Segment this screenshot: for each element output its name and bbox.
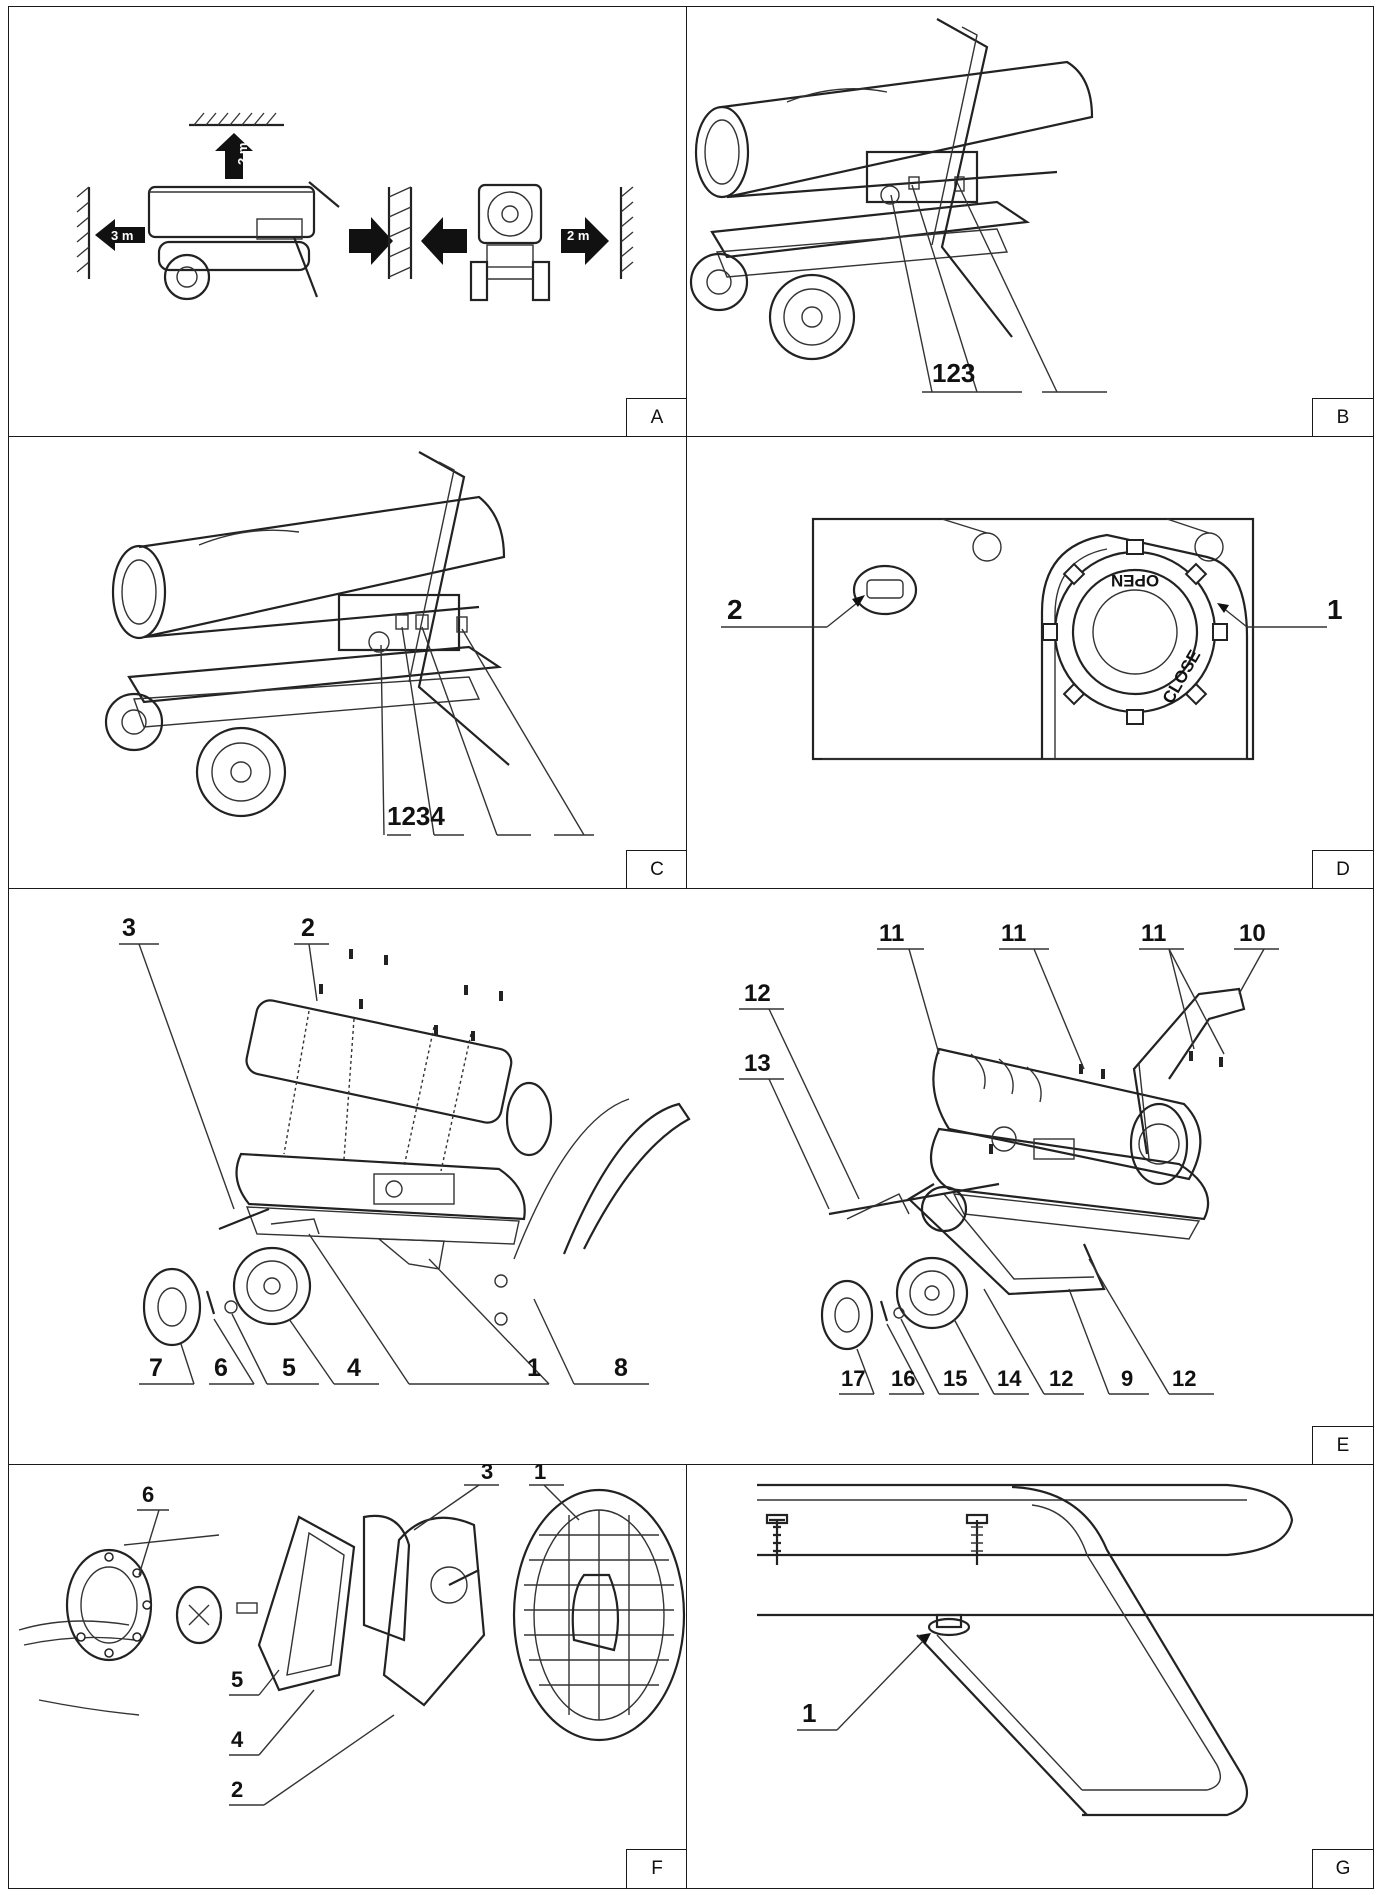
exploded-assembly-drawing: 3 2 7 6 5 4 1 8 bbox=[119, 914, 1279, 1395]
panel-letter: E bbox=[1312, 1426, 1373, 1465]
f-label-4: 4 bbox=[231, 1727, 244, 1752]
e-left-label-7: 7 bbox=[149, 1354, 163, 1382]
clearance-right-label: 2 m bbox=[567, 228, 589, 243]
f-label-6: 6 bbox=[142, 1482, 154, 1507]
panel-letter: C bbox=[626, 850, 687, 889]
e-right-label-16: 16 bbox=[891, 1366, 915, 1391]
fan-exploded-drawing: 6 3 1 5 4 2 bbox=[18, 1465, 686, 1806]
g-label-1: 1 bbox=[802, 1698, 816, 1728]
e-left-label-5: 5 bbox=[282, 1354, 296, 1382]
callout-numbers: 123 bbox=[932, 358, 975, 388]
panel-d-fuel-cap: OPEN CLOSE 2 1 D bbox=[686, 436, 1374, 890]
panel-letter: F bbox=[626, 1849, 687, 1888]
f-label-1: 1 bbox=[534, 1465, 546, 1484]
e-right-label-11b: 11 bbox=[1001, 920, 1026, 947]
f-label-3: 3 bbox=[481, 1465, 493, 1484]
e-right-label-14: 14 bbox=[997, 1366, 1022, 1391]
e-left-label-1: 1 bbox=[527, 1354, 541, 1382]
cap-open-text: OPEN bbox=[1111, 571, 1159, 590]
e-right-label-11c: 11 bbox=[1141, 920, 1166, 947]
callout-numbers: 1234 bbox=[387, 801, 445, 831]
clearance-diagram: 2 m 3 m bbox=[76, 112, 634, 302]
e-left-label-6: 6 bbox=[214, 1354, 228, 1382]
panel-letter: G bbox=[1312, 1849, 1373, 1888]
e-left-label-3: 3 bbox=[122, 914, 136, 942]
panel-f-fan-assembly: 6 3 1 5 4 2 F bbox=[8, 1464, 688, 1889]
heater-drawing: 1234 bbox=[104, 451, 594, 836]
panel-b-controls: 123 B bbox=[686, 6, 1374, 438]
e-left-label-4: 4 bbox=[347, 1354, 361, 1382]
panel-c-controls: 1234 C bbox=[8, 436, 688, 890]
clearance-top-label: 2 m bbox=[235, 143, 250, 165]
panel-a-clearances: 2 m 3 m bbox=[8, 6, 688, 438]
panel-letter: B bbox=[1312, 398, 1373, 437]
e-right-label-11a: 11 bbox=[879, 920, 904, 947]
e-right-label-15: 15 bbox=[943, 1366, 967, 1391]
e-right-label-13: 13 bbox=[744, 1050, 771, 1077]
callout-2: 2 bbox=[727, 594, 743, 625]
drain-plug-drawing: 1 bbox=[757, 1483, 1373, 1817]
f-label-2: 2 bbox=[231, 1777, 243, 1802]
panel-letter: D bbox=[1312, 850, 1373, 889]
e-left-label-2: 2 bbox=[301, 914, 315, 942]
e-right-label-9: 9 bbox=[1121, 1366, 1133, 1391]
heater-drawing: 123 bbox=[689, 18, 1107, 393]
e-right-label-12a: 12 bbox=[744, 980, 771, 1007]
e-right-label-10: 10 bbox=[1239, 920, 1266, 947]
panel-letter: A bbox=[626, 398, 687, 437]
e-right-label-17: 17 bbox=[841, 1366, 865, 1391]
f-label-5: 5 bbox=[231, 1667, 243, 1692]
e-left-label-8: 8 bbox=[614, 1354, 628, 1382]
panel-g-drain-plug: 1 G bbox=[686, 1464, 1374, 1889]
panel-e-assembly: 3 2 7 6 5 4 1 8 bbox=[8, 888, 1374, 1466]
e-right-label-12b: 12 bbox=[1049, 1366, 1073, 1391]
clearance-left-label: 3 m bbox=[111, 228, 133, 243]
fuel-cap-drawing: OPEN CLOSE 2 1 bbox=[721, 517, 1343, 761]
e-right-label-12c: 12 bbox=[1172, 1366, 1196, 1391]
callout-1: 1 bbox=[1327, 594, 1343, 625]
